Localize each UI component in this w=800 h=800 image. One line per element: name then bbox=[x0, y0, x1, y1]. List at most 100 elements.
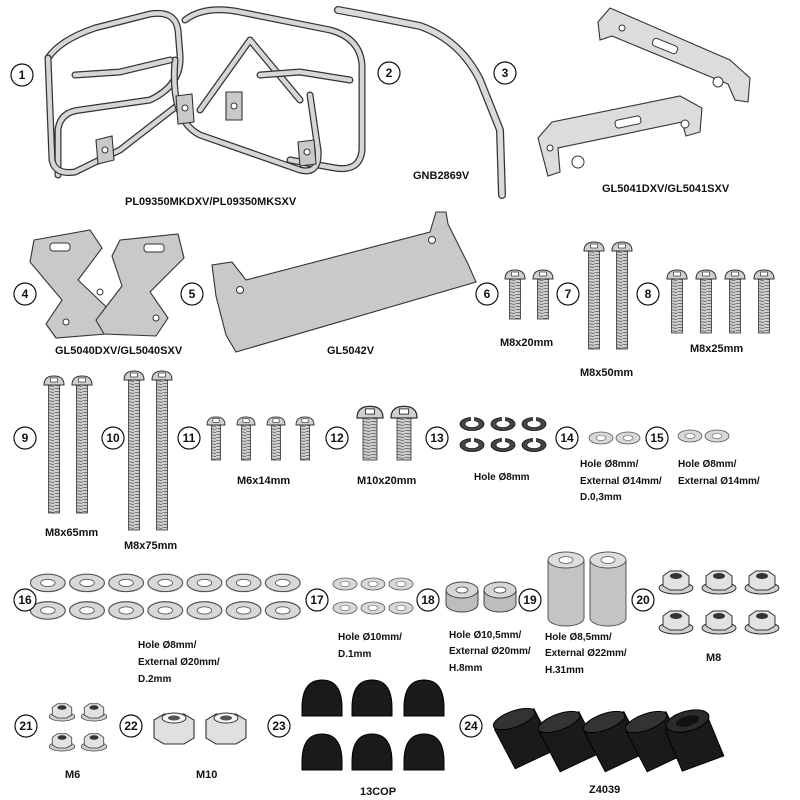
svg-text:16: 16 bbox=[18, 593, 32, 607]
m10-lock-nuts-illustration bbox=[153, 712, 247, 745]
m8x75-screws-illustration bbox=[123, 370, 173, 531]
m6-flange-nuts-illustration bbox=[48, 703, 108, 752]
label-w15-line2: External Ø14mm/ bbox=[678, 476, 760, 487]
label-z4039: Z4039 bbox=[589, 784, 620, 796]
svg-text:5: 5 bbox=[189, 287, 196, 301]
label-13cop: 13COP bbox=[360, 786, 396, 798]
svg-text:4: 4 bbox=[22, 287, 29, 301]
part-number-21: 21 bbox=[14, 714, 38, 738]
label-gl5042: GL5042V bbox=[327, 345, 375, 357]
svg-text:21: 21 bbox=[19, 719, 33, 733]
gl5040-plates-illustration bbox=[29, 229, 185, 339]
part-number-23: 23 bbox=[267, 714, 291, 738]
support-bar-illustration bbox=[334, 6, 506, 199]
part-number-15: 15 bbox=[645, 426, 669, 450]
label-w16-line1: Hole Ø8mm/ bbox=[138, 640, 197, 651]
part-number-2: 2 bbox=[377, 61, 401, 85]
svg-text:24: 24 bbox=[464, 719, 478, 733]
part-number-13: 13 bbox=[425, 426, 449, 450]
svg-text:17: 17 bbox=[310, 593, 324, 607]
part-number-1: 1 bbox=[10, 63, 34, 87]
part-number-11: 11 bbox=[177, 426, 201, 450]
m10x20-screws-illustration bbox=[356, 405, 418, 461]
large-washers-illustration bbox=[29, 573, 301, 620]
label-m8: M8 bbox=[706, 652, 721, 664]
label-m10: M10 bbox=[196, 769, 217, 781]
part-number-22: 22 bbox=[119, 714, 143, 738]
label-m8x25: M8x25mm bbox=[690, 343, 743, 355]
svg-text:12: 12 bbox=[330, 431, 344, 445]
part-number-5: 5 bbox=[180, 282, 204, 306]
label-w14-line2: External Ø14mm/ bbox=[580, 476, 662, 487]
svg-text:22: 22 bbox=[124, 719, 138, 733]
m8x20-screws-illustration bbox=[504, 269, 554, 320]
svg-text:3: 3 bbox=[502, 66, 509, 80]
part-number-24: 24 bbox=[459, 714, 483, 738]
gl5041-plates-illustration bbox=[537, 7, 751, 177]
svg-text:14: 14 bbox=[560, 431, 574, 445]
svg-text:1: 1 bbox=[19, 68, 26, 82]
label-w19-line1: Hole Ø8,5mm/ bbox=[545, 632, 612, 643]
label-w18-line3: H.8mm bbox=[449, 663, 482, 674]
thin-washers-14-illustration bbox=[588, 431, 641, 445]
label-w17-line1: Hole Ø10mm/ bbox=[338, 632, 402, 643]
label-m6x14: M6x14mm bbox=[237, 475, 290, 487]
label-m8x20: M8x20mm bbox=[500, 337, 553, 349]
label-m6: M6 bbox=[65, 769, 80, 781]
svg-text:10: 10 bbox=[106, 431, 120, 445]
m8x25-screws-illustration bbox=[666, 269, 775, 334]
label-m10x20: M10x20mm bbox=[357, 475, 417, 487]
svg-text:11: 11 bbox=[183, 431, 196, 445]
part-number-19: 19 bbox=[518, 588, 542, 612]
part-number-9: 9 bbox=[13, 426, 37, 450]
m8x65-screws-illustration bbox=[43, 375, 93, 514]
svg-text:2: 2 bbox=[386, 66, 393, 80]
part-number-18: 18 bbox=[416, 588, 440, 612]
part-number-14: 14 bbox=[555, 426, 579, 450]
m8-flange-nuts-illustration bbox=[658, 570, 780, 635]
svg-text:23: 23 bbox=[272, 719, 286, 733]
label-hole8: Hole Ø8mm bbox=[474, 472, 530, 483]
label-w14-line1: Hole Ø8mm/ bbox=[580, 459, 639, 470]
label-gl5040: GL5040DXV/GL5040SXV bbox=[55, 345, 183, 357]
svg-text:8: 8 bbox=[645, 287, 652, 301]
split-washers-illustration bbox=[459, 416, 547, 452]
part-number-8: 8 bbox=[636, 282, 660, 306]
part-number-16: 16 bbox=[13, 588, 37, 612]
short-spacers-illustration bbox=[445, 581, 517, 613]
thin-washers-15-illustration bbox=[677, 429, 730, 443]
part-number-12: 12 bbox=[325, 426, 349, 450]
part-number-3: 3 bbox=[493, 61, 517, 85]
m6x14-screws-illustration bbox=[206, 416, 315, 461]
part-number-4: 4 bbox=[13, 282, 37, 306]
part-number-6: 6 bbox=[475, 282, 499, 306]
svg-text:7: 7 bbox=[565, 287, 572, 301]
label-w19-line2: External Ø22mm/ bbox=[545, 648, 627, 659]
svg-text:6: 6 bbox=[484, 287, 491, 301]
label-w16-line2: External Ø20mm/ bbox=[138, 657, 220, 668]
medium-washers-illustration bbox=[332, 577, 414, 615]
gl5042-plate-illustration bbox=[211, 211, 477, 353]
label-m8x50: M8x50mm bbox=[580, 367, 633, 379]
label-w15-line1: Hole Ø8mm/ bbox=[678, 459, 737, 470]
m8x50-screws-illustration bbox=[583, 241, 633, 350]
nut-caps-illustration bbox=[301, 679, 445, 771]
label-w14-line3: D.0,3mm bbox=[580, 492, 622, 503]
label-w16-line3: D.2mm bbox=[138, 674, 171, 685]
svg-text:9: 9 bbox=[22, 431, 29, 445]
label-gl5041: GL5041DXV/GL5041SXV bbox=[602, 183, 730, 195]
label-gnb: GNB2869V bbox=[413, 170, 470, 182]
label-w18-line2: External Ø20mm/ bbox=[449, 646, 531, 657]
label-w19-line3: H.31mm bbox=[545, 665, 584, 676]
rubber-sleeves-illustration bbox=[492, 707, 725, 773]
svg-text:18: 18 bbox=[421, 593, 435, 607]
part-number-17: 17 bbox=[305, 588, 329, 612]
svg-text:20: 20 bbox=[636, 593, 650, 607]
svg-text:19: 19 bbox=[523, 593, 537, 607]
label-w17-line2: D.1mm bbox=[338, 649, 371, 660]
part-number-10: 10 bbox=[101, 426, 125, 450]
part-number-20: 20 bbox=[631, 588, 655, 612]
svg-text:15: 15 bbox=[650, 431, 664, 445]
part-number-7: 7 bbox=[556, 282, 580, 306]
